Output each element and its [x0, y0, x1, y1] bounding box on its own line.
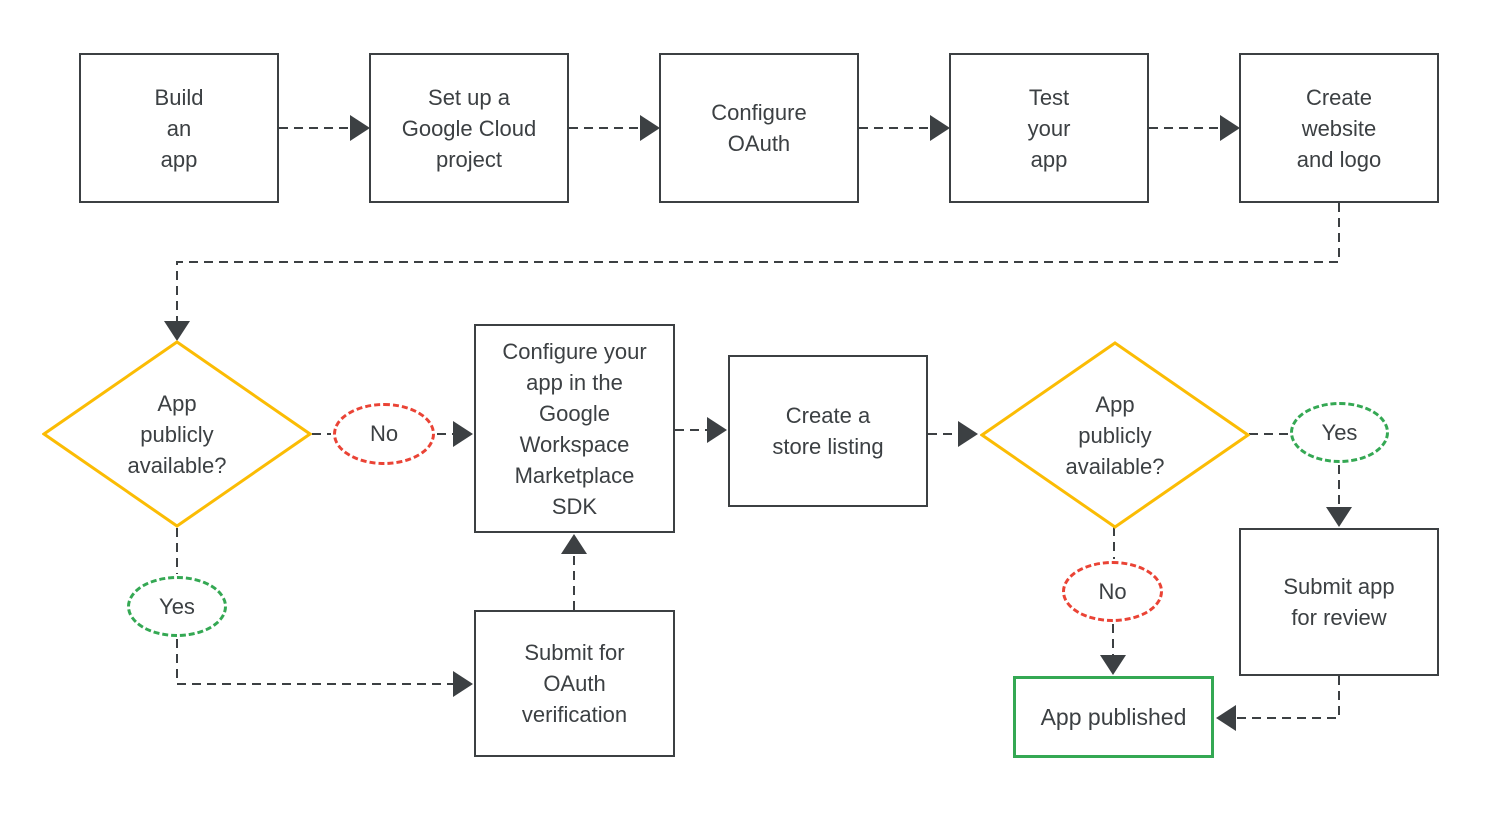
node-submit-review-label: Submit app for review	[1283, 574, 1395, 630]
node-build-app-label: Build an app	[154, 84, 204, 172]
connector-review-to-published	[1216, 676, 1340, 731]
node-configure-oauth: Configure OAuth	[659, 53, 859, 203]
edge-label-no-2-text: No	[1098, 578, 1127, 604]
node-setup-project: Set up a Google Cloud project	[369, 53, 569, 203]
node-app-published-label: App published	[1040, 703, 1187, 730]
edge-label-yes-2-text: Yes	[1321, 419, 1358, 445]
edge-label-no-1-text: No	[369, 421, 399, 446]
node-submit-oauth-label: Submit for OAuth verification	[521, 640, 628, 727]
node-submit-oauth: Submit for OAuth verification	[474, 610, 675, 757]
decision-diamond-outline	[980, 341, 1250, 529]
node-create-website-label: Create website and logo	[1296, 84, 1382, 172]
node-configure-sdk-label: Configure your app in the Google Workspa…	[502, 338, 647, 519]
decision-diamond-outline	[42, 340, 312, 528]
connector-website-to-decision1	[164, 203, 1340, 341]
node-test-app-label: Test your app	[1027, 84, 1071, 172]
node-configure-sdk: Configure your app in the Google Workspa…	[474, 324, 675, 533]
node-test-app: Test your app	[949, 53, 1149, 203]
edge-label-yes-2: Yes	[1290, 402, 1389, 463]
node-create-listing-label: Create a store listing	[772, 403, 884, 459]
edge-label-no-1: No	[333, 403, 435, 465]
edge-label-yes-1: Yes	[127, 576, 227, 637]
node-submit-review: Submit app for review	[1239, 528, 1439, 676]
node-build-app: Build an app	[79, 53, 279, 203]
node-create-listing: Create a store listing	[728, 355, 928, 507]
connector-yes-to-submit-oauth	[176, 639, 473, 697]
decision-app-public-1-label: App publicly available?	[127, 390, 227, 478]
edge-label-yes-1-text: Yes	[159, 593, 195, 619]
decision-app-public-2: App publicly available?	[980, 341, 1250, 529]
edge-label-no-2: No	[1062, 561, 1163, 622]
node-setup-project-label: Set up a Google Cloud project	[401, 84, 537, 172]
node-create-website: Create website and logo	[1239, 53, 1439, 203]
node-configure-oauth-label: Configure OAuth	[711, 100, 807, 156]
node-app-published: App published	[1013, 676, 1214, 758]
decision-app-public-2-label: App publicly available?	[1065, 391, 1165, 479]
decision-app-public-1: App publicly available?	[42, 340, 312, 528]
